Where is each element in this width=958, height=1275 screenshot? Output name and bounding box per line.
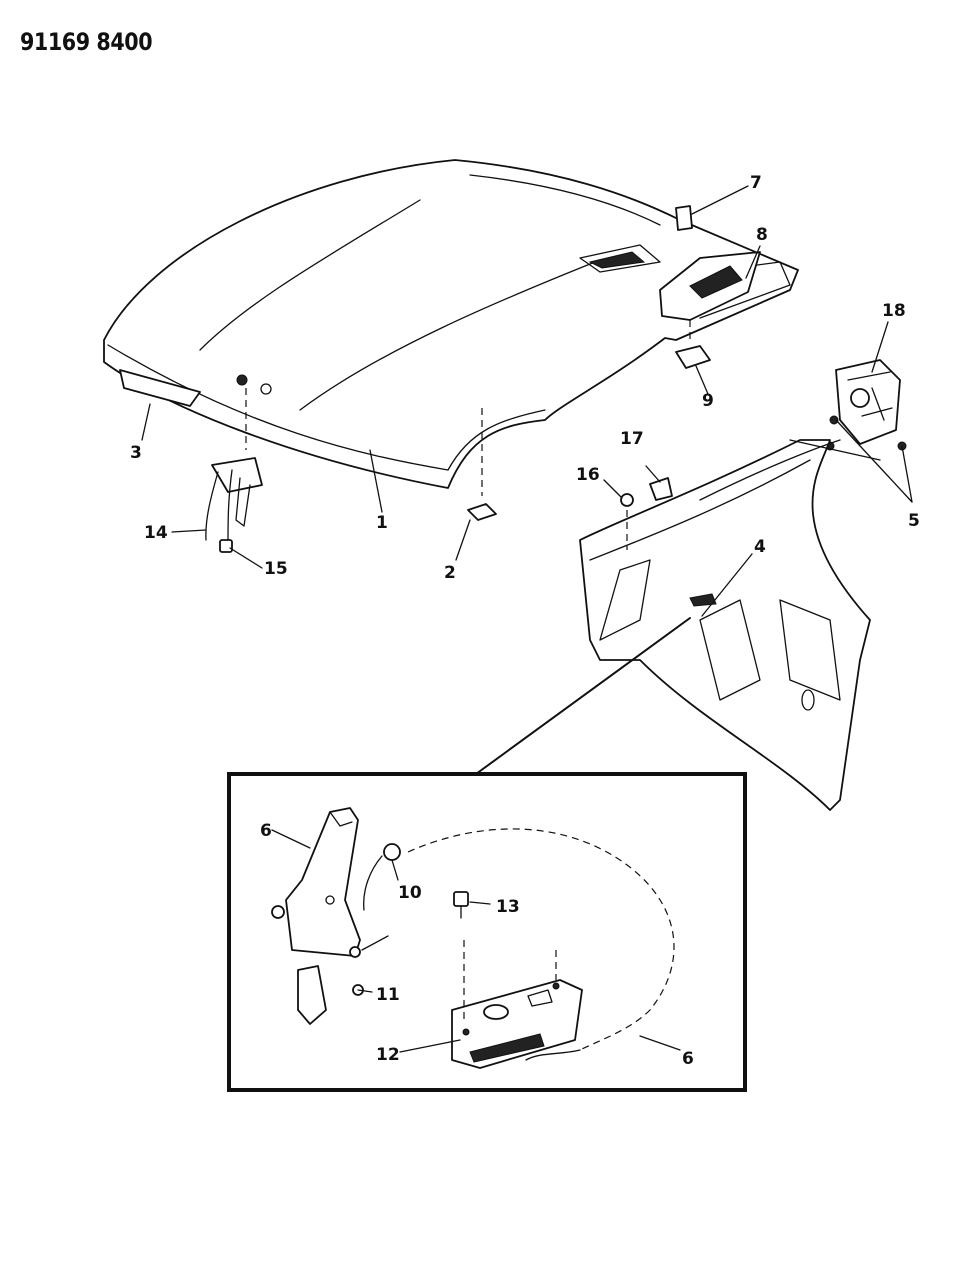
- hood-latch-assembly: [659, 205, 761, 369]
- callout-labels: 1 2 3 4 5 6 6 7 8 9 10 11 12 13 14 15 16…: [130, 173, 920, 1069]
- callout-6-cable: 6: [682, 1049, 694, 1069]
- callout-11: 11: [376, 985, 400, 1005]
- callout-4: 4: [754, 537, 766, 557]
- hood-latch-hinge: [205, 374, 272, 553]
- leader-lines: [141, 185, 913, 1053]
- release-handle: [271, 807, 389, 1025]
- callout-15: 15: [264, 559, 288, 579]
- callout-12: 12: [376, 1045, 400, 1065]
- callout-9: 9: [702, 391, 714, 411]
- callout-14: 14: [144, 523, 168, 543]
- inset-frame: [227, 772, 747, 1092]
- diagram-reference-code: 91169 8400: [20, 28, 153, 56]
- callout-7: 7: [750, 173, 762, 193]
- inset-leader-line: [475, 617, 691, 775]
- callout-18: 18: [882, 301, 906, 321]
- callout-2: 2: [444, 563, 456, 583]
- hood-latch-mechanism: [825, 359, 907, 451]
- callout-1: 1: [376, 513, 388, 533]
- callout-17: 17: [620, 429, 644, 449]
- callout-13: 13: [496, 897, 520, 917]
- latch-plate-assembly: [352, 891, 583, 1069]
- hood-panel: [103, 159, 799, 489]
- release-cable: [363, 828, 675, 1061]
- radiator-support: [579, 439, 881, 811]
- hood-seal-strip: [119, 369, 201, 407]
- callout-3: 3: [130, 443, 142, 463]
- callout-8: 8: [756, 225, 768, 245]
- callout-10: 10: [398, 883, 422, 903]
- callout-16: 16: [576, 465, 600, 485]
- callout-5: 5: [908, 511, 920, 531]
- hood-bumper-clip: [467, 408, 497, 521]
- callout-6-handle: 6: [260, 821, 272, 841]
